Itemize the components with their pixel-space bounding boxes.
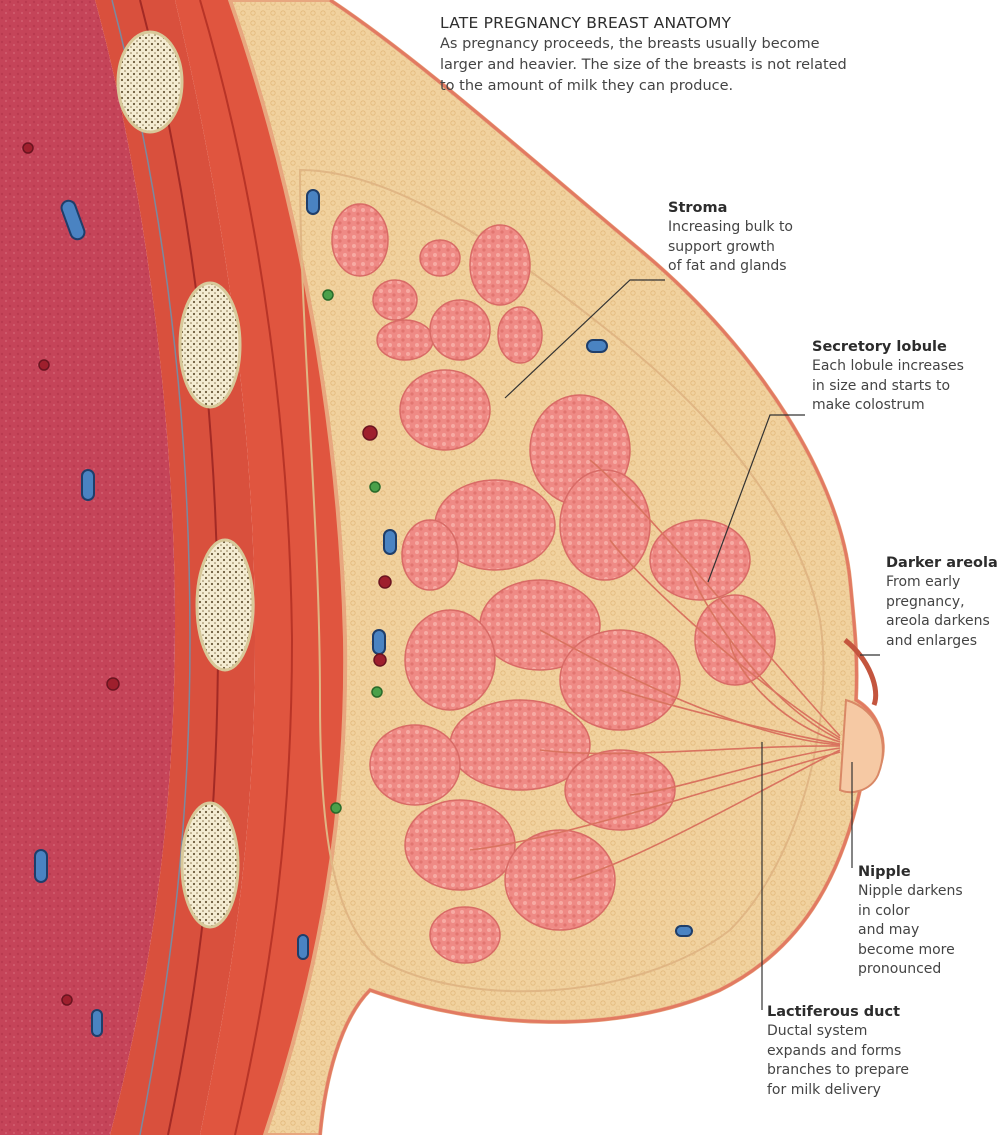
callout-title: Stroma — [668, 198, 828, 218]
callout-description: Nipple darkens in color and may become m… — [858, 882, 998, 980]
diagram-header: LATE PREGNANCY BREAST ANATOMY As pregnan… — [440, 12, 860, 97]
diagram-intro: As pregnancy proceeds, the breasts usual… — [440, 34, 860, 97]
callout-title: Secretory lobule — [812, 337, 997, 357]
diagram-title: LATE PREGNANCY BREAST ANATOMY — [440, 12, 860, 34]
callout-secretory-lobule: Secretory lobule Each lobule increases i… — [812, 337, 997, 416]
rib — [118, 32, 182, 132]
callout-nipple: Nipple Nipple darkens in color and may b… — [858, 862, 998, 980]
callout-description: Each lobule increases in size and starts… — [812, 357, 997, 416]
nipple-shape — [840, 700, 883, 792]
callout-description: Ductal system expands and forms branches… — [767, 1022, 947, 1100]
callout-stroma: Stroma Increasing bulk to support growth… — [668, 198, 828, 277]
callout-title: Lactiferous duct — [767, 1002, 947, 1022]
callout-description: From early pregnancy, areola darkens and… — [886, 573, 1004, 651]
callout-title: Nipple — [858, 862, 998, 882]
callout-darker-areola: Darker areola From early pregnancy, areo… — [886, 553, 1004, 651]
rib — [182, 803, 238, 927]
rib — [180, 283, 240, 407]
callout-description: Increasing bulk to support growth of fat… — [668, 218, 828, 277]
callout-title: Darker areola — [886, 553, 1004, 573]
rib — [197, 540, 253, 670]
callout-lactiferous-duct: Lactiferous duct Ductal system expands a… — [767, 1002, 947, 1100]
